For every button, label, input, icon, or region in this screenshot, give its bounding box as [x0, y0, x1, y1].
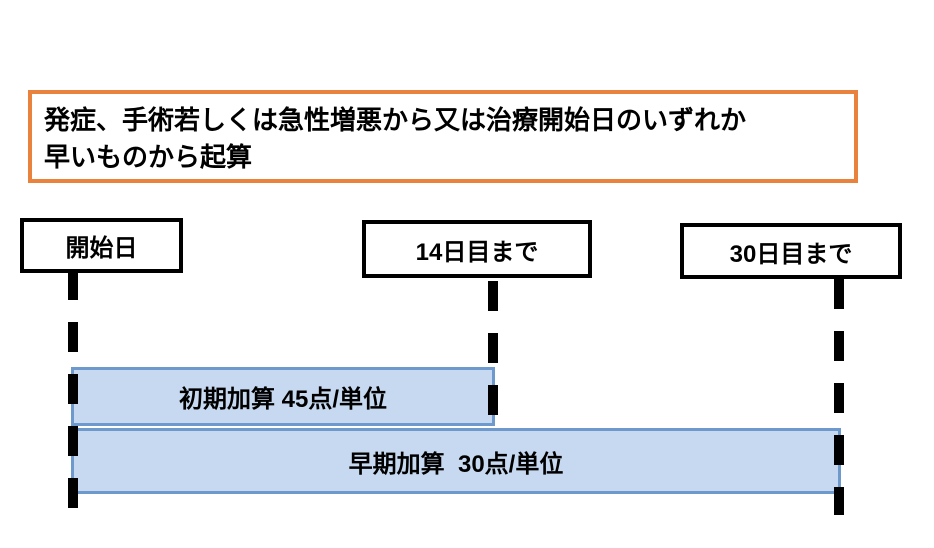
marker-label-day-30: 30日目まで: [729, 240, 853, 268]
header-note-line-1: 発症、手術若しくは急性増悪から又は治療開始日のいずれか: [44, 105, 747, 135]
dashed-line-start-day: [68, 270, 78, 510]
header-note-line-2: 早いものから起算: [44, 142, 253, 172]
bar-label-early-addition: 早期加算 30点/単位: [348, 450, 564, 478]
marker-box-day-30: 30日目まで: [680, 223, 902, 279]
bar-early-addition: 早期加算 30点/単位: [71, 428, 841, 494]
header-note-box: 発症、手術若しくは急性増悪から又は治療開始日のいずれか 早いものから起算: [28, 90, 858, 183]
bar-label-initial-addition: 初期加算 45点/単位: [178, 386, 388, 413]
dashed-line-day-14: [488, 281, 498, 418]
dashed-line-day-30: [834, 279, 844, 515]
marker-label-start-day: 開始日: [65, 235, 138, 262]
marker-label-day-14: 14日目まで: [415, 238, 539, 266]
marker-box-day-14: 14日目まで: [362, 220, 592, 278]
marker-box-start-day: 開始日: [20, 218, 183, 273]
bar-initial-addition: 初期加算 45点/単位: [71, 367, 495, 426]
